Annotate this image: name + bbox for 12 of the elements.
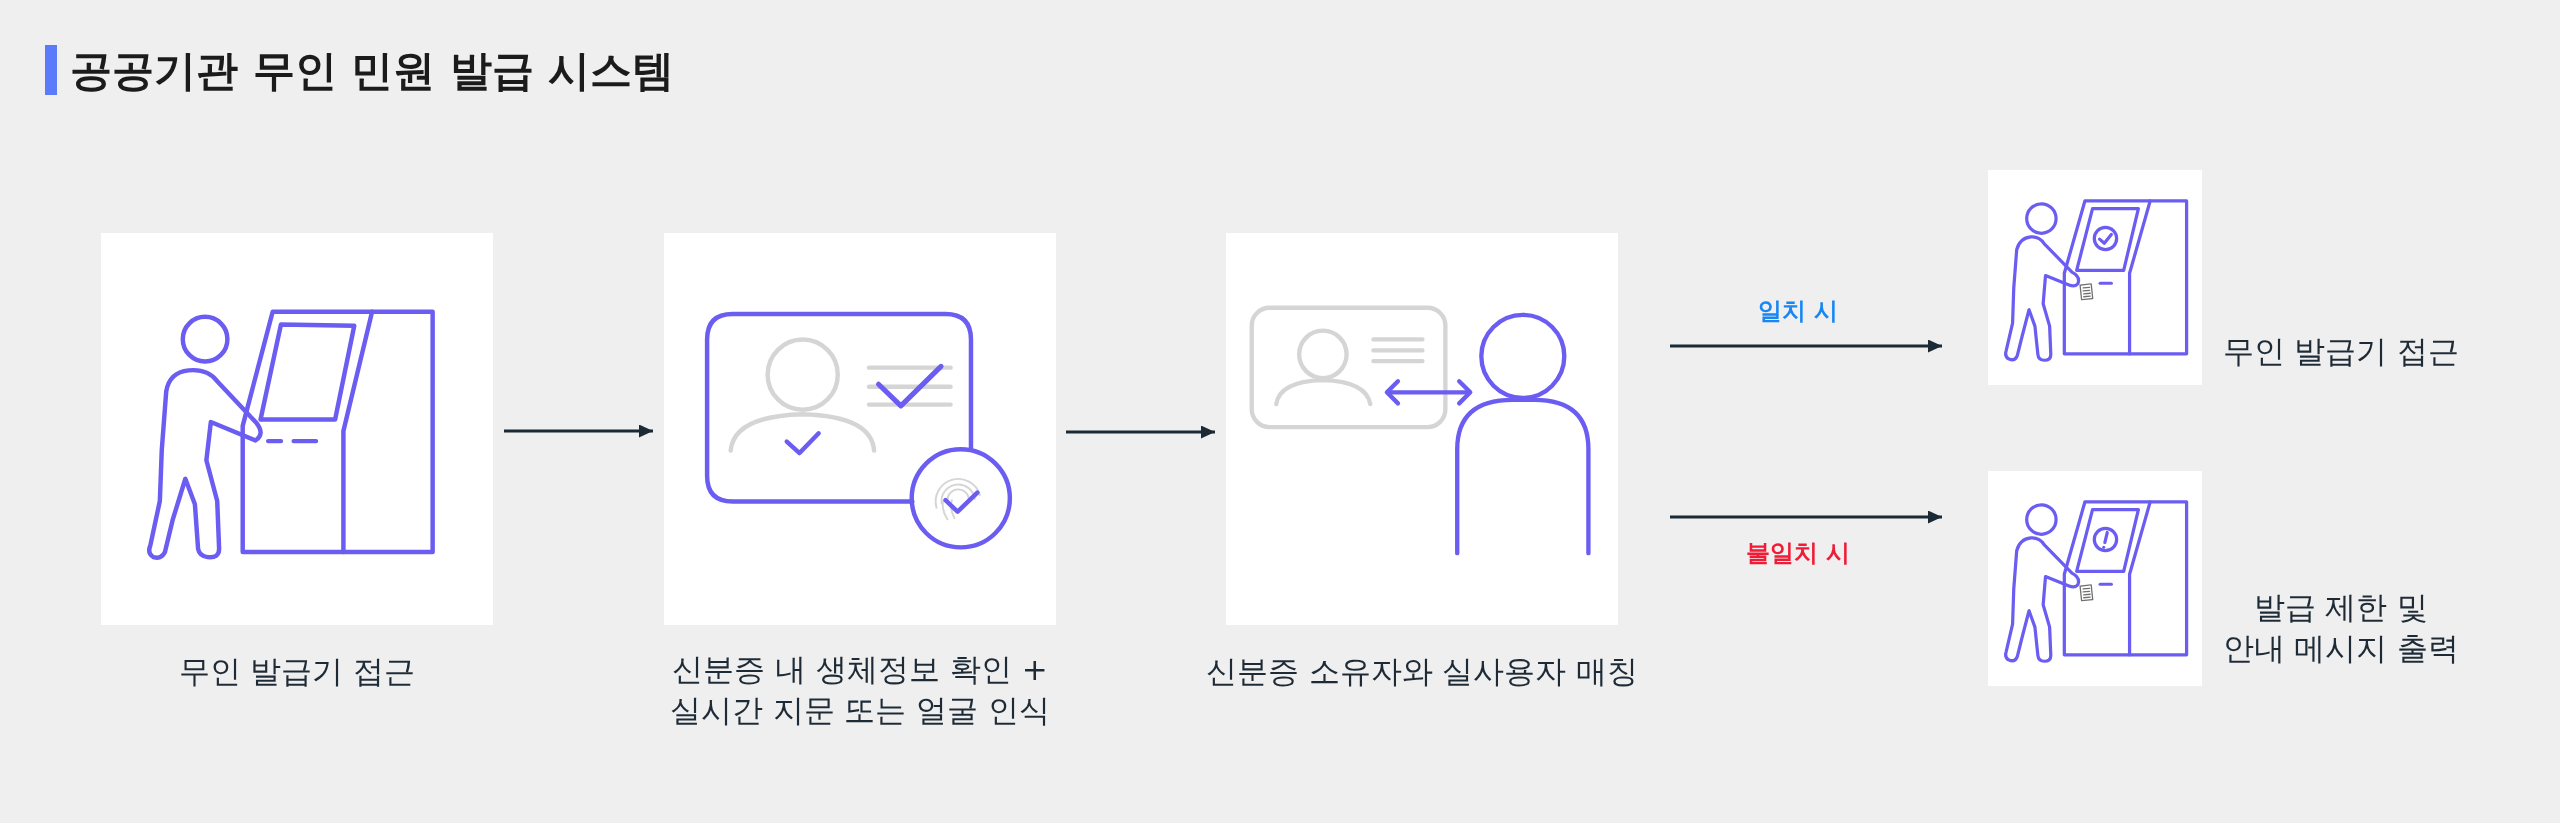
step-caption: 발급 제한 및 안내 메시지 출력 [2221,588,2461,668]
arrow [1066,425,1215,439]
step-caption: 신분증 내 생체정보 확인 + 실시간 지문 또는 얼굴 인식 [668,650,1052,730]
step-caption: 무인 발급기 접근 [2222,331,2460,371]
edge-label: 불일치 시 [1745,538,1851,569]
step-caption: 무인 발급기 접근 [178,651,416,691]
edge-label: 일치 시 [1757,296,1839,327]
step-caption: 신분증 소유자와 실사용자 매칭 [1205,651,1639,691]
arrow [504,424,653,438]
title: 공공기관 무인 민원 발급 시스템 [70,45,675,97]
arrow [1670,339,1942,353]
arrow [1670,510,1942,524]
